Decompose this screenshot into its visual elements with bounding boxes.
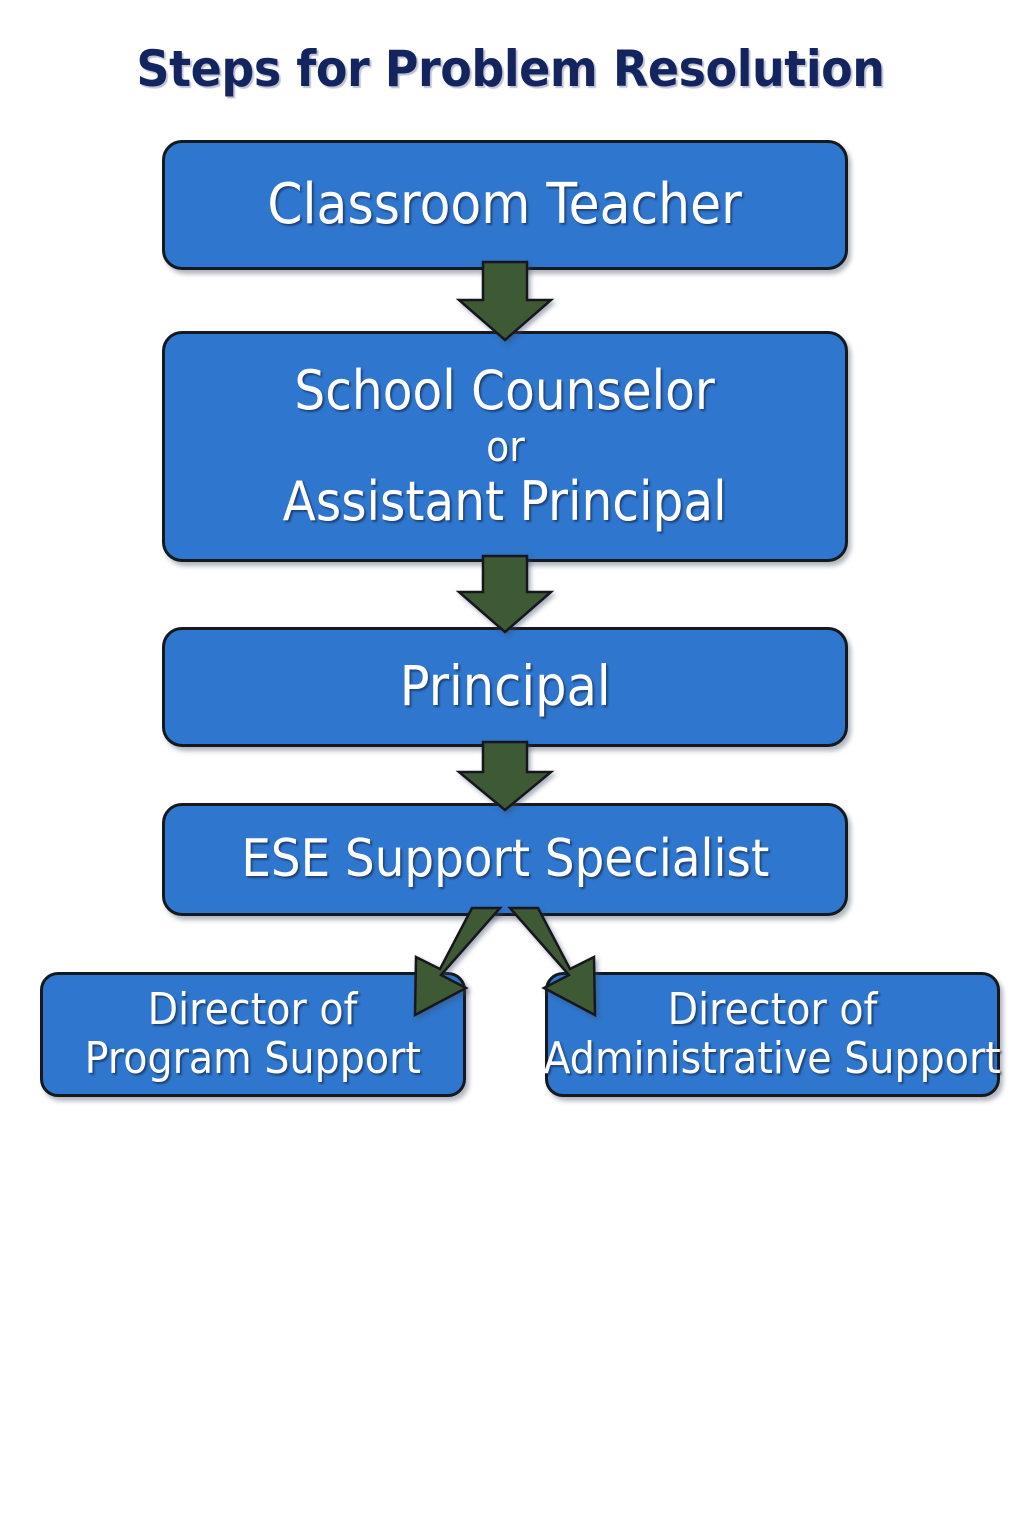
node-principal[interactable]: Principal <box>162 627 848 747</box>
node-director-of-program-support-label-line1: Director of <box>148 984 358 1036</box>
node-school-counselor-label: School Counselor <box>294 359 716 423</box>
node-director-of-program-support-label-line2: Program Support <box>84 1032 422 1084</box>
node-school-counselor-or-assistant-principal[interactable]: School Counselor or Assistant Principal <box>162 331 848 562</box>
page-title: Steps for Problem Resolution <box>136 40 885 98</box>
node-director-of-administrative-support-label-line2: Administrative Support <box>543 1032 1002 1084</box>
node-director-of-program-support[interactable]: Director of Program Support <box>40 972 466 1097</box>
node-ese-support-specialist-label: ESE Support Specialist <box>241 829 769 890</box>
arrow-principal-to-ese <box>455 740 555 812</box>
arrow-counselor-to-principal <box>455 554 555 634</box>
arrow-teacher-to-counselor <box>455 260 555 342</box>
node-classroom-teacher[interactable]: Classroom Teacher <box>162 140 848 270</box>
node-classroom-teacher-label: Classroom Teacher <box>267 171 743 237</box>
node-director-of-administrative-support-label-line1: Director of <box>667 984 878 1036</box>
node-or-connector-label: or <box>485 421 525 471</box>
node-principal-label: Principal <box>399 654 611 719</box>
node-assistant-principal-label: Assistant Principal <box>283 470 727 534</box>
node-ese-support-specialist[interactable]: ESE Support Specialist <box>162 803 848 916</box>
node-director-of-administrative-support[interactable]: Director of Administrative Support <box>543 972 1002 1097</box>
